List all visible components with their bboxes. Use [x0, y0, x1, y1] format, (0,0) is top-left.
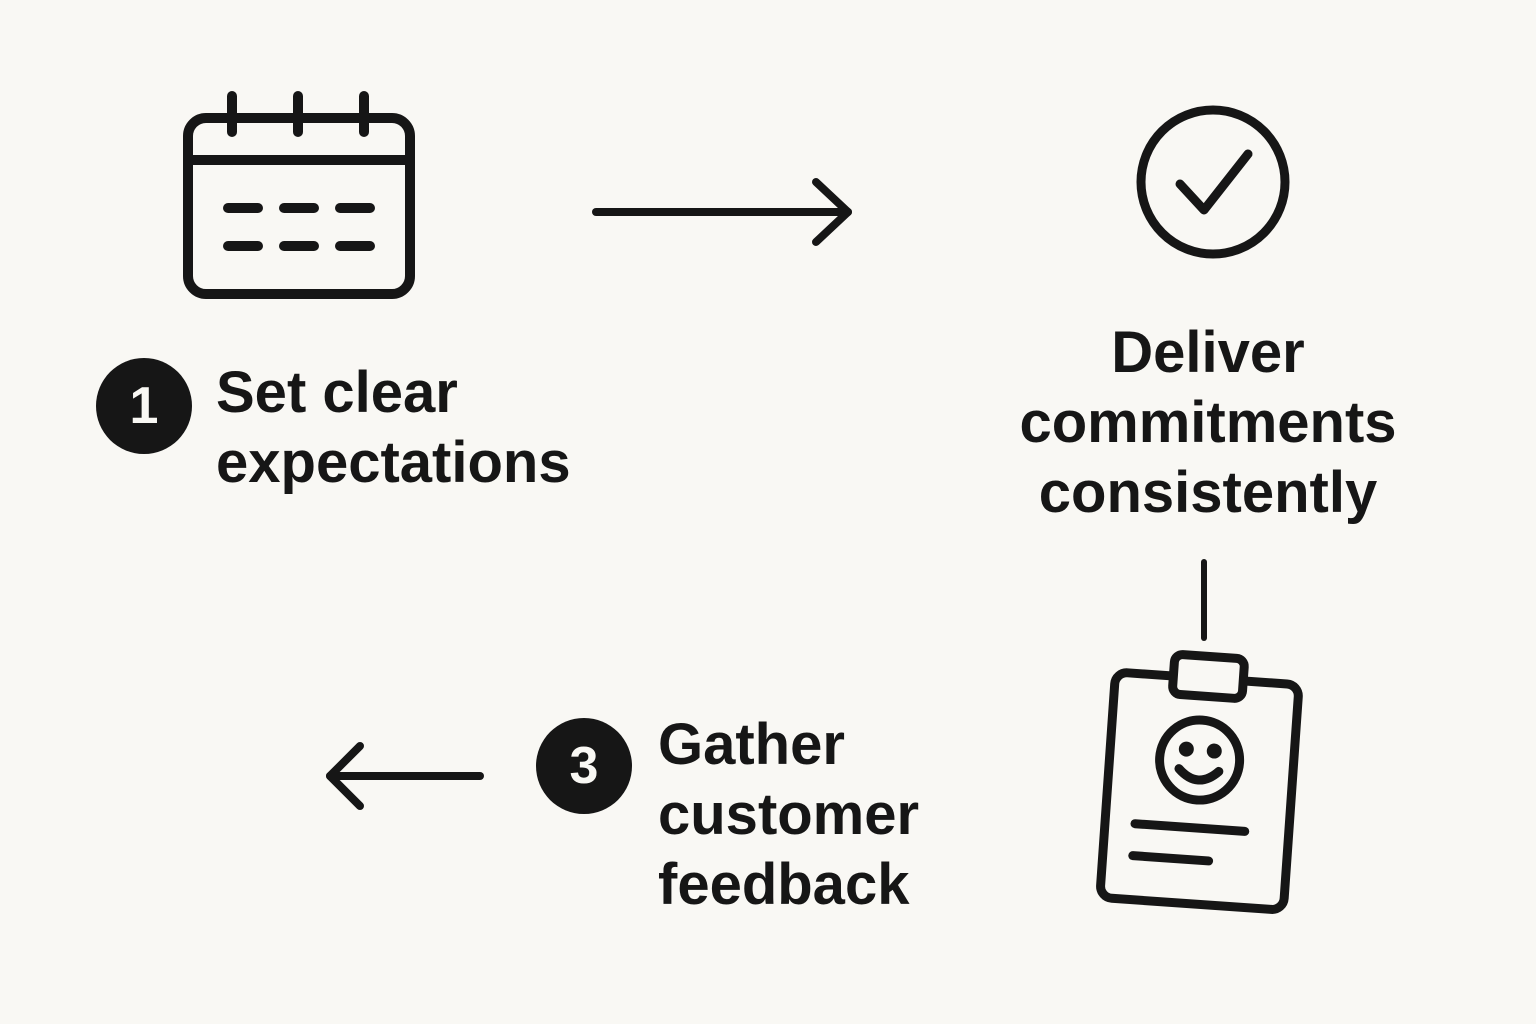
arrow-left-icon — [320, 740, 488, 812]
step-1-badge: 1 — [96, 358, 192, 454]
step-3-badge: 3 — [536, 718, 632, 814]
arrow-right-icon — [590, 176, 858, 248]
calendar-icon — [180, 88, 420, 304]
step-1-label-line-1: Set clear — [216, 360, 458, 425]
step-2-label-line-2: commitments — [1019, 390, 1397, 455]
vertical-line-connector — [1192, 556, 1216, 644]
step-3-label: Gather customer feedback — [658, 710, 919, 920]
step-3-label-line-2: customer — [658, 782, 920, 847]
step-2-label-line-3: consistently — [1038, 460, 1378, 525]
step-2-label-line-1: Deliver — [1111, 320, 1305, 385]
checkmark-circle-icon — [1132, 104, 1294, 266]
step-1-label-line-2: expectations — [216, 430, 571, 495]
step-3-label-line-3: feedback — [658, 852, 910, 917]
step-3-label-line-1: Gather — [658, 712, 845, 777]
feedback-clipboard-smiley-icon — [1090, 648, 1306, 918]
step-1-label: Set clear expectations — [216, 358, 571, 498]
step-2-label: Deliver commitments consistently — [958, 318, 1458, 528]
